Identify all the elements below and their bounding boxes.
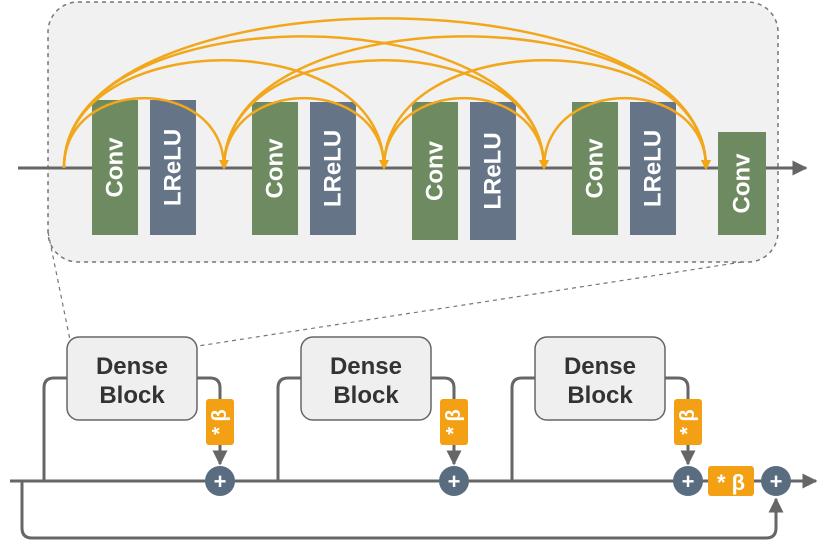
lrelu-box	[630, 102, 676, 235]
block-input-path	[42, 376, 67, 481]
final-sum-node	[761, 466, 791, 496]
block-output-path	[197, 376, 222, 400]
conv-box	[92, 100, 138, 235]
final-beta-label: * β	[717, 470, 745, 495]
dense-layer-6: LReLU	[470, 102, 516, 240]
beta-scale-label: * β	[209, 409, 231, 435]
dense-layer-label: LReLU	[640, 130, 667, 207]
dense-layer-2: LReLU	[150, 100, 196, 235]
skip-arc	[222, 97, 389, 170]
dense-layer-1: Conv	[92, 100, 138, 235]
dense-block-box	[534, 336, 666, 421]
block-input-path	[276, 376, 301, 481]
sum-label: +	[448, 469, 461, 494]
beta-scale-label: * β	[443, 409, 465, 435]
lrelu-box	[310, 102, 356, 235]
dense-layer-label: Conv	[102, 137, 129, 198]
final-beta-scale	[708, 466, 754, 496]
dense-layer-label: Conv	[582, 138, 609, 199]
sum-node	[205, 466, 235, 496]
dense-layers: Conv LReLU Conv LReLU Conv LReLU Conv LReLU Conv	[92, 100, 766, 240]
dense-block-label-line1: Dense	[564, 353, 636, 380]
beta-scale-box	[440, 399, 468, 445]
dense-layer-9: Conv	[718, 132, 766, 235]
skip-arc	[62, 97, 229, 170]
dense-block-label-line2: Block	[567, 382, 633, 409]
dense-block-label-line2: Block	[333, 382, 399, 409]
sum-node	[439, 466, 469, 496]
conv-box	[412, 102, 458, 240]
dense-block-label-line1: Dense	[96, 353, 168, 380]
beta-scale-label: * β	[677, 409, 699, 435]
skip-arc	[382, 97, 549, 170]
lrelu-box	[150, 100, 196, 235]
dense-layer-label: Conv	[262, 138, 289, 199]
dense-layer-8: LReLU	[630, 102, 676, 235]
dense-layer-label: LReLU	[160, 129, 187, 206]
dense-layer-3: Conv	[252, 102, 298, 235]
dense-block-label-line1: Dense	[330, 353, 402, 380]
block-output-path	[665, 376, 690, 400]
conv-box	[572, 102, 618, 235]
block-input-path	[510, 376, 535, 481]
dense-layer-5: Conv	[412, 102, 458, 240]
final-sum-label: +	[770, 469, 783, 494]
zoom-connector-right	[197, 261, 743, 347]
sum-node	[673, 466, 703, 496]
skip-arc	[542, 97, 711, 170]
dense-skip-connections	[62, 17, 711, 170]
dense-block-box	[300, 336, 432, 421]
conv-box	[718, 132, 766, 235]
dense-layer-label: Conv	[729, 153, 756, 214]
beta-scale-box	[674, 399, 702, 445]
sum-label: +	[682, 469, 695, 494]
dense-layer-label: Conv	[422, 140, 449, 201]
lrelu-box	[470, 102, 516, 240]
dense-block-box	[66, 336, 198, 421]
skip-arc	[382, 59, 711, 170]
zoom-connector-left	[47, 231, 71, 341]
dense-block-label-line2: Block	[99, 382, 165, 409]
dense-layer-7: Conv	[572, 102, 618, 235]
sum-label: +	[214, 469, 227, 494]
dense-layer-4: LReLU	[310, 102, 356, 235]
block-output-path	[431, 376, 456, 400]
rrdb-outer-residual-path	[20, 481, 784, 540]
beta-scale-box	[206, 399, 234, 445]
dense-layer-label: LReLU	[320, 130, 347, 207]
conv-box	[252, 102, 298, 235]
dense-layer-label: LReLU	[480, 132, 507, 209]
